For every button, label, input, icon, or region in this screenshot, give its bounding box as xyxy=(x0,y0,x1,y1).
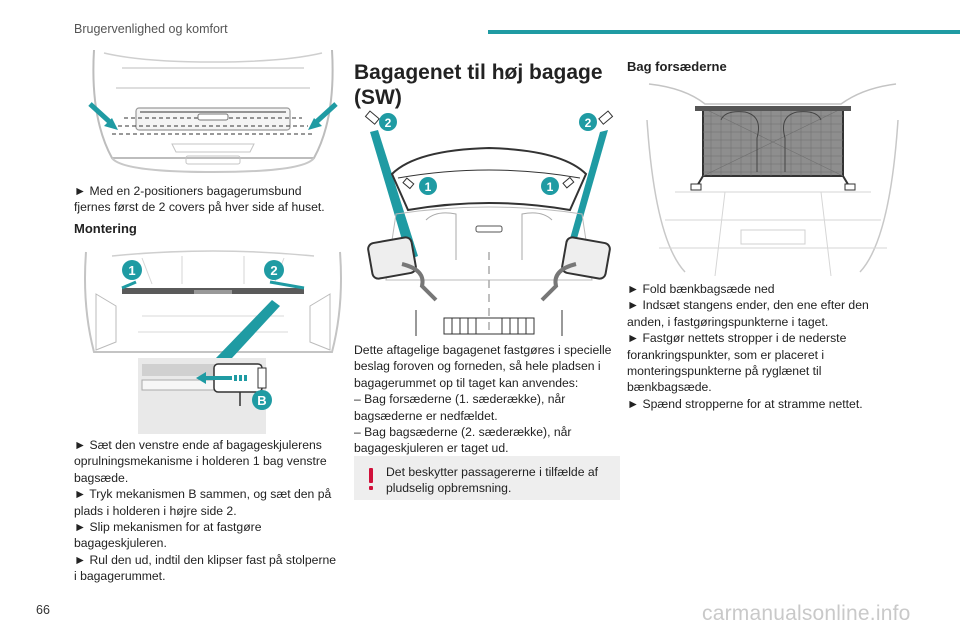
running-header: Brugervenlighed og komfort xyxy=(74,22,228,36)
warning-text: Det beskytter passagererne i tilfælde af… xyxy=(386,465,599,496)
cover-mounting-illustration: 1 2 B xyxy=(82,246,344,436)
marker-1-right: 1 xyxy=(547,180,554,194)
marker-2-left: 2 xyxy=(385,116,392,130)
behind-front-seats-instructions: ► Fold bænkbagsæde ned ► Indsæt stangens… xyxy=(627,282,869,411)
montering-heading: Montering xyxy=(74,221,137,236)
page-number: 66 xyxy=(36,603,50,617)
marker-2-right: 2 xyxy=(585,116,592,130)
trunk-cover-removal-illustration xyxy=(82,48,344,174)
cargo-net-heading: Bagagenet til høj bagage (SW) xyxy=(354,61,603,109)
marker-b: B xyxy=(257,393,266,408)
marker-1: 1 xyxy=(128,263,135,278)
cargo-net-mounting-illustration: 2 2 1 1 xyxy=(356,110,622,336)
net-behind-front-seats-illustration xyxy=(645,80,900,276)
exclamation-icon xyxy=(369,468,373,490)
cargo-net-description: Dette aftagelige bagagenet fastgøres i s… xyxy=(354,343,612,456)
warning-box: Det beskytter passagererne i tilfælde af… xyxy=(354,456,620,500)
watermark: carmanualsonline.info xyxy=(702,602,911,625)
mounting-instructions: ► Sæt den venstre ende af bagageskjulere… xyxy=(74,438,337,584)
marker-2: 2 xyxy=(270,263,277,278)
header-accent-bar xyxy=(488,30,960,34)
remove-covers-instruction: ► Med en 2-positioners bagagerumsbund fj… xyxy=(74,184,325,215)
marker-1-left: 1 xyxy=(425,180,432,194)
behind-front-seats-heading: Bag forsæderne xyxy=(627,59,727,74)
